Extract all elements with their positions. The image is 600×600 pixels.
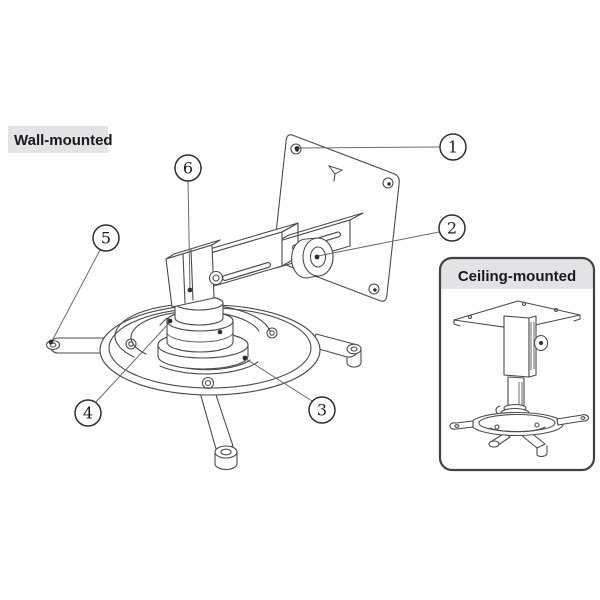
callout-6-number: 6 <box>183 159 193 178</box>
callout-4: 4 <box>74 318 173 427</box>
leg-bottom-foot <box>214 445 238 471</box>
wall-mounted-label: Wall-mounted <box>8 126 113 153</box>
base-plate-screw-bottom <box>201 376 215 390</box>
wall-mount-diagram <box>45 134 400 471</box>
adjustment-knob <box>291 237 334 279</box>
mounting-arm-left <box>45 337 109 354</box>
panel-header-band <box>441 259 593 289</box>
base-plate-screw-right <box>266 327 278 339</box>
callout-3-number: 3 <box>317 401 327 420</box>
callout-5-number: 5 <box>101 229 111 248</box>
callout-1-number: 1 <box>448 138 458 157</box>
plate-arrow-mark <box>327 165 344 182</box>
callout-3: 3 <box>242 355 336 424</box>
plate-screw-hole-top-right <box>382 177 394 189</box>
bracket-screw <box>208 270 224 286</box>
ceiling-mounted-panel: Ceiling-mounted <box>438 256 596 472</box>
callout-2: 2 <box>314 214 466 260</box>
base-plate-screw-left <box>125 338 137 350</box>
callout-2-number: 2 <box>447 219 457 238</box>
wall-mounted-label-text: Wall-mounted <box>14 132 113 149</box>
callout-5: 5 <box>48 224 120 345</box>
mounting-leg-bottom <box>198 385 238 471</box>
ceiling-mounted-label-text: Ceiling-mounted <box>458 268 576 285</box>
wall-plate <box>273 134 400 302</box>
callout-1: 1 <box>294 133 467 161</box>
swivel-reference-dot <box>217 329 223 335</box>
callout-6: 6 <box>174 154 202 293</box>
swivel-joint <box>157 295 249 370</box>
plate-screw-hole-bottom-right <box>368 283 380 295</box>
mounting-arm-right <box>311 333 362 368</box>
ceiling-knob <box>533 334 549 352</box>
ceiling-arm-left <box>449 420 474 430</box>
ceiling-base-plate <box>449 411 589 458</box>
callout-4-number: 4 <box>83 404 93 423</box>
ceiling-mount-drawing <box>449 300 589 458</box>
ceiling-column <box>503 315 549 410</box>
